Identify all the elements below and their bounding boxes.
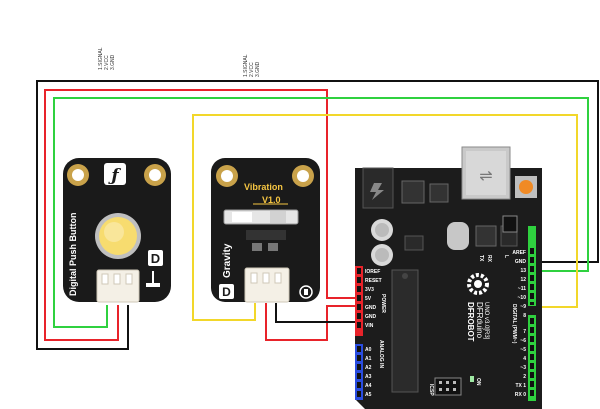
brand-dfrobot: DFROBOT: [466, 302, 475, 342]
digital-label: DIGITAL (PWM~): [511, 304, 517, 344]
uno-board: ⇌ DFROBOT DFRduino UNO v3.0[R3] ICS: [355, 146, 542, 409]
atmega-chip: [391, 269, 419, 393]
usb-icon: ⇌: [479, 166, 492, 185]
push-button-module: ƒ Digital Push Button D: [63, 158, 171, 303]
pin-8: 8: [523, 313, 526, 319]
wire-red-vibration-vcc: [265, 303, 360, 341]
wire-red-button-vcc: [44, 89, 360, 341]
pin-3: ~3: [520, 365, 526, 371]
icsp-label: ICSP: [428, 384, 434, 396]
pin-10: ~10: [518, 295, 527, 301]
wire-yellow-vibration-signal: [192, 114, 578, 321]
digital-badge-box: [148, 250, 163, 266]
vibration-digital-badge: D: [222, 285, 231, 299]
logo-glyph: ƒ: [107, 166, 121, 186]
button-module-name: Digital Push Button: [68, 213, 78, 297]
vibration-version: V1.0: [262, 195, 281, 205]
vibration-module: Vibration V1.0 Gravity D: [211, 158, 320, 303]
vibration-pin-note-3: 3.GND: [255, 61, 261, 77]
button-pin-note-3: 3.GND: [110, 54, 116, 70]
pin-a0: A0: [365, 347, 372, 353]
power-label: POWER: [380, 294, 386, 313]
pin-vin: VIN: [365, 323, 374, 329]
wire-green-button-signal: [53, 97, 589, 328]
brand-uno: UNO v3.0[R3]: [483, 302, 489, 340]
pin-ioref: IOREF: [365, 269, 380, 275]
pin-tx1: TX 1: [515, 383, 526, 389]
on-label: ON: [475, 378, 481, 386]
pin-a5: A5: [365, 392, 372, 398]
tx-label: TX: [478, 255, 484, 262]
power-header: IOREF RESET 3V3 5V GND GND VIN POWER: [355, 266, 386, 336]
brand-dfrduino: DFRduino: [475, 302, 484, 339]
wires: [36, 80, 599, 350]
button-pin-note-2: 2.VCC: [104, 55, 110, 70]
pin-7: 7: [523, 329, 526, 335]
pin-2: 2: [523, 374, 526, 380]
pin-4: 4: [523, 356, 526, 362]
rx-label: RX: [486, 255, 492, 263]
pin-a1: A1: [365, 356, 372, 362]
vibration-pin-note-1: 1.SIGNAL: [243, 54, 249, 77]
reset-button: [519, 180, 533, 194]
pin-5v: 5V: [365, 296, 372, 302]
pin-12: 12: [520, 277, 526, 283]
analog-label: ANALOG IN: [378, 340, 384, 368]
digital-badge: D: [151, 251, 160, 266]
dfrobot-gear-icon: [467, 273, 489, 295]
pin-reset: RESET: [365, 278, 382, 284]
pin-gnd-2: GND: [365, 314, 377, 320]
pin-a4: A4: [365, 383, 372, 389]
pin-gnd-digital: GND: [515, 259, 527, 265]
digital-header: AREF GND 13 12 ~11 ~10 ~9 8 7 ~6 ~5 4 ~3…: [511, 226, 536, 401]
pin-gnd-1: GND: [365, 305, 377, 311]
gravity-label: Gravity: [222, 243, 233, 278]
vibration-pin-note-2: 2.VCC: [249, 62, 255, 77]
pin-11: ~11: [518, 286, 526, 292]
button-pin-note-1: 1.SIGNAL: [98, 47, 104, 70]
pin-a2: A2: [365, 365, 372, 371]
analog-header: A0 A1 A2 A3 A4 A5 ANALOG IN: [355, 340, 384, 400]
dfrobot-logo-icon: [104, 163, 126, 185]
pin-9: ~9: [520, 304, 526, 310]
pin-rx0: RX 0: [515, 392, 526, 398]
pin-aref: AREF: [512, 250, 526, 256]
button-pin-notes: 1.SIGNAL 2.VCC 3.GND: [98, 47, 116, 70]
wire-black-button-gnd: [36, 80, 599, 350]
l-label: L: [503, 255, 509, 258]
pin-13: 13: [520, 268, 526, 274]
wire-black-vibration-gnd: [275, 303, 360, 323]
vibration-pin-notes: 1.SIGNAL 2.VCC 3.GND: [243, 54, 261, 77]
icsp-header: [434, 377, 462, 396]
vibration-title: Vibration: [244, 182, 283, 192]
pin-a3: A3: [365, 374, 372, 380]
pin-3v3: 3V3: [365, 287, 374, 293]
vibration-indicator-icon: [299, 285, 313, 299]
pin-5: ~5: [520, 347, 526, 353]
pin-6: ~6: [520, 338, 526, 344]
